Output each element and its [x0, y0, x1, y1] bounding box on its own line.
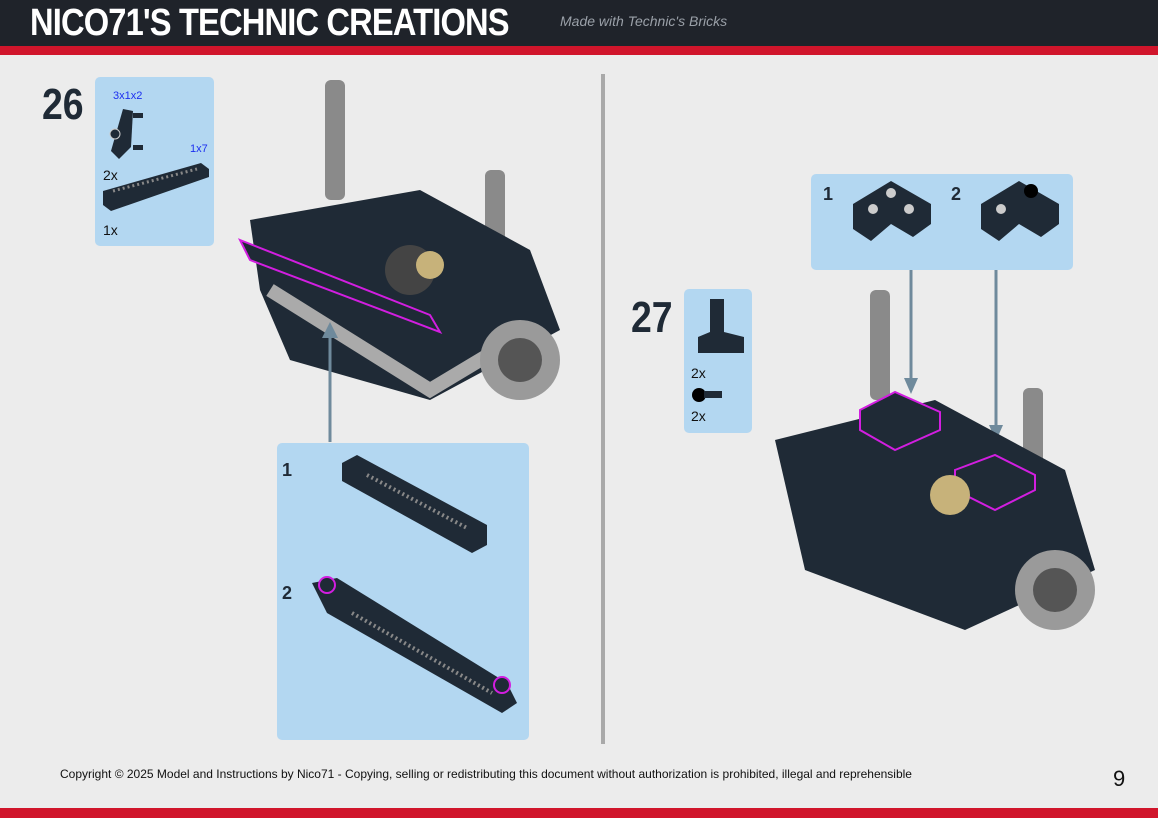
step-divider — [601, 74, 605, 744]
footer-accent-bar — [0, 808, 1158, 818]
step-27-parts-list: 2x 2x — [684, 289, 752, 433]
ball-pin-part-icon — [692, 388, 722, 402]
gear-rack-illustration — [342, 455, 487, 553]
page-title: NICO71'S TECHNIC CREATIONS — [30, 2, 510, 44]
step-27-model-illustration — [775, 270, 1095, 630]
liftarm-part-icon — [109, 109, 143, 159]
gear-rack-with-liftarms-illustration — [312, 576, 517, 713]
part-qty: 1x — [103, 222, 118, 238]
page-subtitle: Made with Technic's Bricks — [560, 13, 728, 29]
substep-2-label: 2 — [951, 184, 962, 204]
step-26-model-illustration — [237, 80, 560, 442]
substep-1-label: 1 — [282, 460, 293, 480]
part-size-label: 1x7 — [190, 143, 208, 155]
gear-rack-part-icon — [103, 163, 209, 211]
copyright-notice: Copyright © 2025 Model and Instructions … — [60, 767, 912, 781]
substep-2-label: 2 — [282, 583, 293, 603]
t-liftarm-illustration — [853, 181, 931, 241]
t-liftarm-part-icon — [698, 299, 744, 353]
step-26-number: 26 — [42, 80, 84, 129]
part-size-label: 3x1x2 — [113, 90, 143, 102]
part-qty: 2x — [691, 408, 706, 424]
header-accent-bar — [0, 46, 1158, 55]
part-qty: 2x — [103, 167, 118, 183]
substep-1-label: 1 — [823, 184, 834, 204]
step-26-parts-list: 3x1x2 2x 1x7 1x — [95, 77, 214, 246]
step-27-substep-callout: 1 2 — [811, 174, 1073, 270]
header-bar: NICO71'S TECHNIC CREATIONS Made with Tec… — [0, 0, 1158, 46]
page-number: 9 — [1113, 766, 1126, 791]
part-qty: 2x — [691, 365, 706, 381]
step-26-substep-callout: 1 2 — [277, 443, 529, 740]
step-27-number: 27 — [631, 293, 673, 342]
t-liftarm-with-ball-illustration — [981, 181, 1059, 241]
